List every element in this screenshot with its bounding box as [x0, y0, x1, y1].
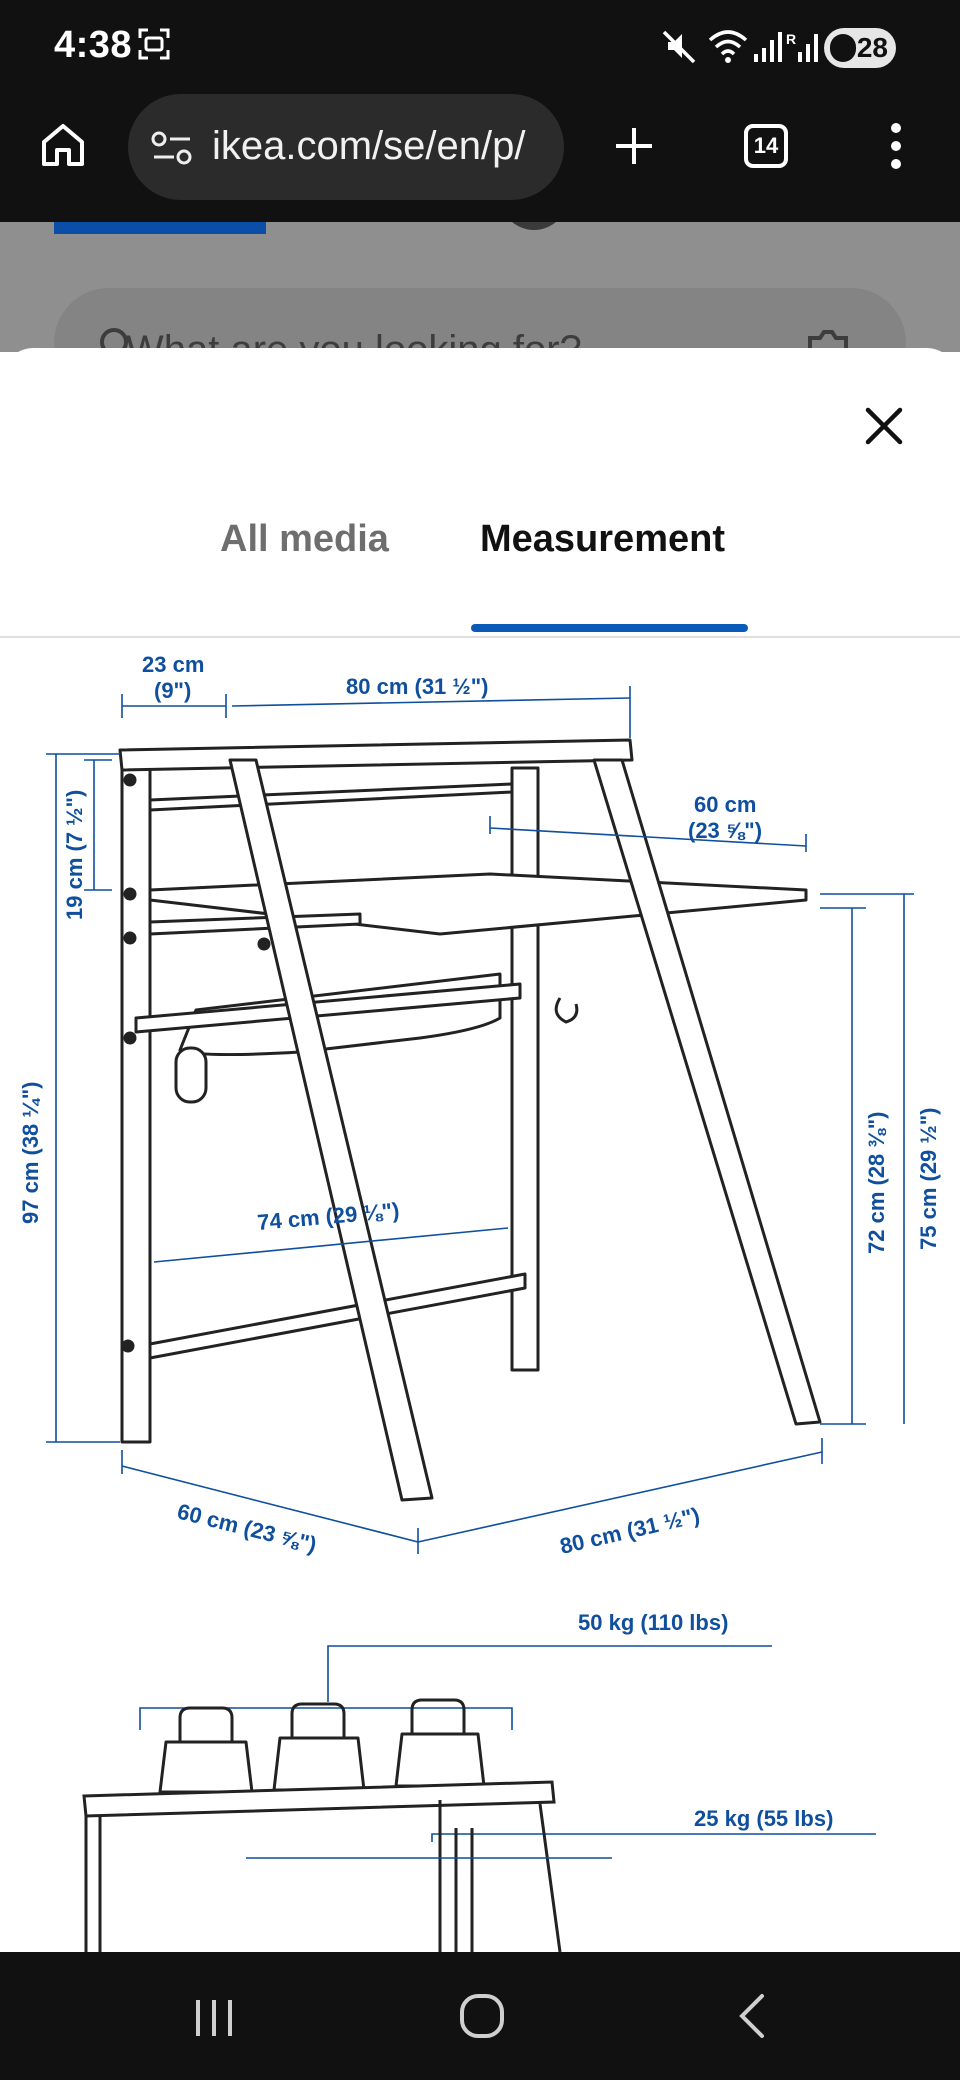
screenshot-icon: [138, 28, 170, 60]
browser-toolbar: ikea.com/se/en/p/ 14: [0, 92, 960, 222]
url-bar[interactable]: ikea.com/se/en/p/: [128, 94, 564, 200]
tab-measurement[interactable]: Measurement: [480, 518, 725, 560]
load-desk-drawing: [82, 1780, 612, 1952]
back-icon[interactable]: [734, 1992, 770, 2040]
status-time: 4:38: [54, 24, 133, 66]
dim-inner-width: 74 cm (29 ⅛"): [256, 1198, 400, 1235]
url-text: ikea.com/se/en/p/: [212, 124, 526, 168]
dimension-lines: [46, 686, 914, 1842]
load-top: 50 kg (110 lbs): [578, 1610, 728, 1635]
desk-line-drawing: [118, 738, 822, 1502]
svg-text:R: R: [786, 31, 796, 47]
tab-all-media[interactable]: All media: [220, 518, 389, 560]
tab-count: 14: [753, 133, 779, 158]
search-icon: [100, 328, 128, 352]
battery-icon: 28: [824, 28, 896, 68]
site-settings-icon[interactable]: [150, 130, 194, 166]
dim-desk-depth-cm: 60 cm: [694, 792, 756, 817]
media-tabs: All media Measurement: [0, 518, 960, 636]
media-sheet: All media Measurement: [0, 348, 960, 1952]
dim-base-width: 80 cm (31 ½"): [558, 1502, 702, 1558]
home-nav-icon[interactable]: [458, 1992, 506, 2040]
home-icon[interactable]: [38, 120, 88, 170]
account-icon: [500, 222, 568, 230]
status-bar: 4:38 R 28: [0, 0, 960, 92]
active-tab-indicator: [471, 624, 748, 632]
battery-saver-icon: [830, 34, 856, 62]
dim-desk-height-72: 72 cm (28 ⅜"): [864, 1111, 889, 1254]
dim-top-width: 80 cm (31 ½"): [346, 674, 489, 699]
dim-desk-depth-in: (23 ⅝"): [688, 818, 762, 843]
dim-top-depth-cm: 23 cm: [142, 652, 204, 677]
more-menu-icon[interactable]: [880, 120, 912, 172]
battery-level: 28: [856, 32, 888, 63]
weight-icons: [158, 1698, 486, 1794]
tabs-button[interactable]: 14: [744, 124, 788, 168]
new-tab-icon[interactable]: [612, 124, 656, 168]
dim-top-depth-in: (9"): [154, 678, 191, 703]
measurement-diagram: 23 cm (9") 80 cm (31 ½") 60 cm (23 ⅝") 1…: [18, 652, 941, 1952]
dim-shelf-gap: 19 cm (7 ½"): [62, 790, 87, 920]
wifi-icon: [708, 30, 748, 63]
load-shelf: 25 kg (55 lbs): [694, 1806, 833, 1831]
camera-icon: [808, 330, 848, 352]
dim-desk-height-75: 75 cm (29 ½"): [916, 1107, 941, 1250]
ikea-logo-strip: [54, 222, 266, 234]
dim-base-depth: 60 cm (23 ⅝"): [175, 1499, 319, 1558]
close-icon[interactable]: [860, 402, 908, 450]
dim-total-height: 97 cm (38 ¼"): [18, 1081, 43, 1224]
tabs-divider: [0, 636, 960, 638]
signal-roaming-icon: R: [786, 31, 818, 62]
recent-apps-icon[interactable]: [190, 1996, 238, 2040]
background-page: What are you looking for?: [0, 222, 960, 352]
signal-icon: [754, 32, 782, 62]
mute-icon: [662, 30, 696, 64]
system-navigation-bar: [0, 1952, 960, 2080]
background-search-bar: [54, 288, 906, 352]
